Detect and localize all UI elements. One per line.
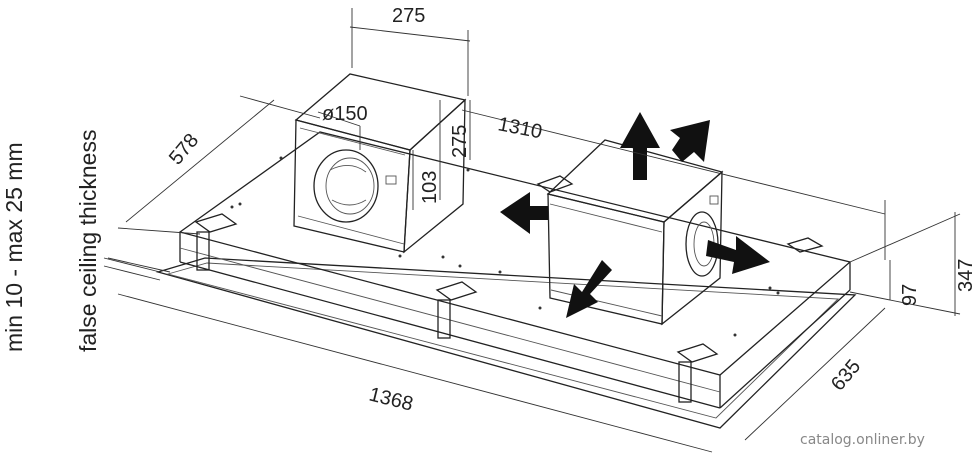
side-note-thickness: false ceiling thickness <box>75 130 101 352</box>
arrow-up-icon <box>620 112 660 180</box>
dim-height-total: 347 <box>955 259 977 292</box>
arrow-right-icon <box>706 236 770 274</box>
dim-length-bottom: 1368 <box>367 384 416 416</box>
hood-panel <box>155 131 857 429</box>
arrow-down-left-icon <box>566 260 612 318</box>
arrow-left-icon <box>500 192 548 234</box>
dim-fan-width: 275 <box>392 5 425 27</box>
left-fan-box <box>293 73 467 254</box>
airflow-arrows <box>500 112 770 318</box>
dim-height-flange: 97 <box>899 284 921 306</box>
arrow-up-right-icon <box>670 120 710 162</box>
dim-fan-depth-inner: 103 <box>419 171 441 204</box>
dimension-lines <box>103 8 961 453</box>
mounting-brackets <box>194 175 824 403</box>
dim-depth-bottom: 635 <box>827 356 865 396</box>
right-fan-box <box>546 139 724 326</box>
dim-length-top: 1310 <box>496 113 544 143</box>
watermark: catalog.onliner.by <box>800 432 925 448</box>
panel-holes <box>230 156 780 337</box>
dim-fan-height: 275 <box>449 125 471 158</box>
dim-duct-diameter: ø150 <box>322 103 368 125</box>
side-note-range: min 10 - max 25 mm <box>1 142 27 352</box>
